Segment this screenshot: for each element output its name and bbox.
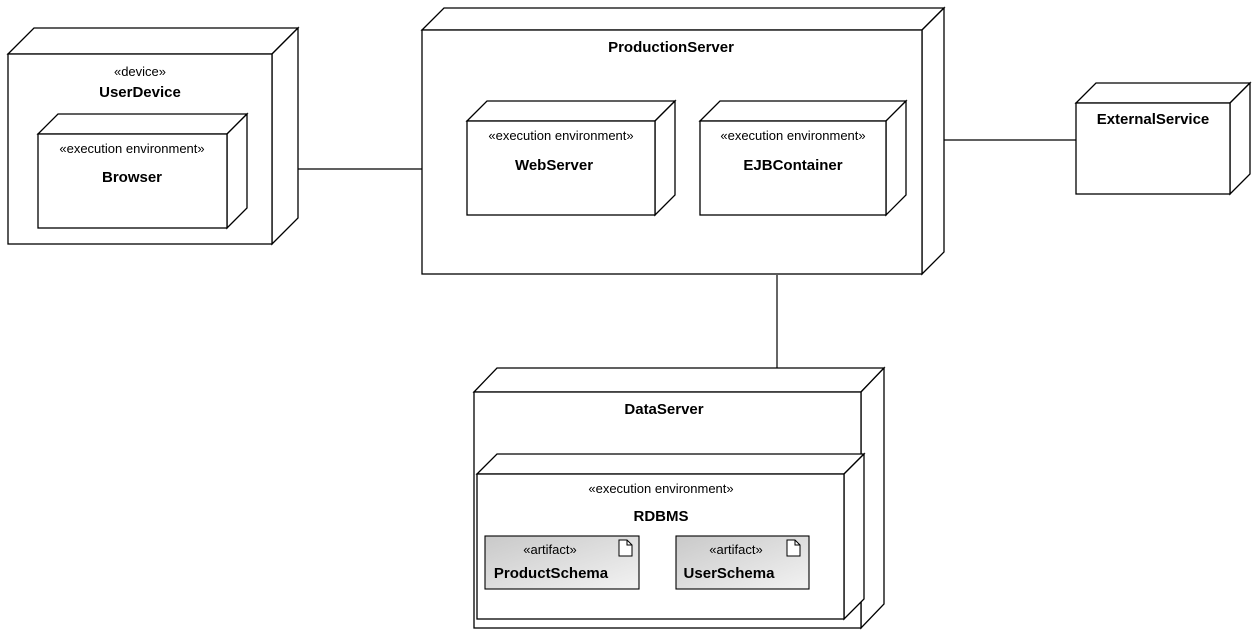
ejbcontainer-name: EJBContainer xyxy=(743,157,842,174)
productionserver-name: ProductionServer xyxy=(608,39,734,56)
externalservice-name: ExternalService xyxy=(1097,111,1210,128)
node-ejbcontainer[interactable]: «execution environment» EJBContainer xyxy=(698,99,908,217)
artifact-userschema[interactable]: «artifact» UserSchema xyxy=(675,535,810,590)
document-icon xyxy=(786,539,801,557)
userschema-stereotype: «artifact» xyxy=(709,542,762,557)
productschema-stereotype: «artifact» xyxy=(523,542,576,557)
artifact-productschema[interactable]: «artifact» ProductSchema xyxy=(484,535,640,590)
node-browser[interactable]: «execution environment» Browser xyxy=(36,112,249,230)
document-icon xyxy=(618,539,633,557)
rdbms-name: RDBMS xyxy=(634,508,689,525)
userschema-name: UserSchema xyxy=(684,565,776,582)
userdevice-stereotype: «device» xyxy=(114,64,166,79)
rdbms-stereotype: «execution environment» xyxy=(588,481,733,496)
productschema-name: ProductSchema xyxy=(494,565,609,582)
node-webserver[interactable]: «execution environment» WebServer xyxy=(465,99,677,217)
webserver-stereotype: «execution environment» xyxy=(488,128,633,143)
ejbcontainer-stereotype: «execution environment» xyxy=(720,128,865,143)
webserver-name: WebServer xyxy=(515,157,593,174)
browser-name: Browser xyxy=(102,169,162,186)
browser-stereotype: «execution environment» xyxy=(59,141,204,156)
node-externalservice[interactable]: ExternalService xyxy=(1074,81,1252,196)
dataserver-name: DataServer xyxy=(624,401,703,418)
userdevice-name: UserDevice xyxy=(99,84,181,101)
